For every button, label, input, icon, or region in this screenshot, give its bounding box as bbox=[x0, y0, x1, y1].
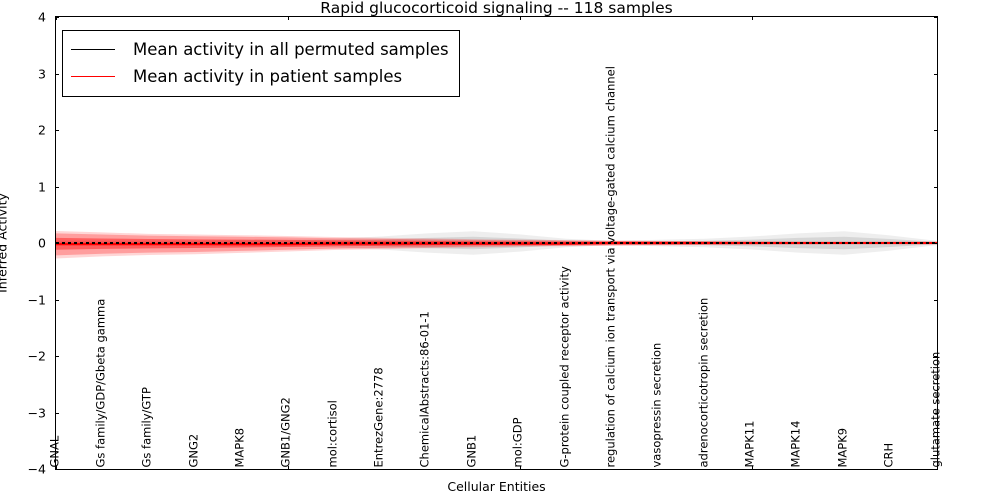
y-tick-label: 3 bbox=[38, 66, 46, 81]
x-tick-label: G-protein coupled receptor activity bbox=[557, 265, 572, 467]
x-tick-mark bbox=[937, 16, 939, 20]
y-tick-mark bbox=[934, 130, 938, 132]
y-tick-mark bbox=[55, 243, 59, 245]
x-tick-mark bbox=[287, 466, 290, 470]
x-tick-label: Gs family/GTP bbox=[139, 386, 154, 467]
x-tick-label: MAPK9 bbox=[835, 427, 850, 467]
patient-confidence-band-outer bbox=[56, 230, 937, 259]
y-tick-mark bbox=[55, 130, 59, 132]
x-tick-mark bbox=[751, 466, 753, 470]
y-tick-label: 1 bbox=[38, 179, 46, 194]
y-tick-label: 2 bbox=[38, 122, 46, 138]
legend-item[interactable]: Mean activity in all permuted samples bbox=[71, 36, 449, 63]
y-tick-mark bbox=[934, 299, 938, 301]
x-tick-label: regulation of calcium ion transport via … bbox=[603, 65, 618, 467]
x-tick-label: mol:cortisol bbox=[325, 399, 340, 467]
x-tick-label: CRH bbox=[881, 442, 896, 467]
x-tick-mark bbox=[937, 466, 939, 470]
y-tick-mark bbox=[55, 412, 59, 414]
x-tick-label: GNAL bbox=[47, 435, 61, 467]
y-tick-mark bbox=[55, 73, 59, 75]
x-tick-mark bbox=[56, 466, 58, 470]
y-tick-mark bbox=[934, 356, 938, 358]
y-tick-label: −1 bbox=[27, 292, 46, 307]
x-tick-label: GNB1 bbox=[464, 434, 479, 467]
x-tick-label: glutamate secretion bbox=[928, 351, 942, 467]
x-tick-label: mol:GDP bbox=[510, 416, 525, 467]
x-tick-mark bbox=[519, 16, 521, 20]
y-tick-mark bbox=[55, 186, 59, 188]
legend-label-patient: Mean activity in patient samples bbox=[133, 67, 403, 86]
chart-legend: Mean activity in all permuted samples Me… bbox=[62, 30, 460, 97]
x-tick-label: adrenocorticotropin secretion bbox=[696, 297, 711, 467]
y-tick-mark bbox=[934, 17, 938, 19]
y-tick-mark bbox=[934, 243, 938, 245]
x-tick-label: vasopressin secretion bbox=[649, 342, 664, 467]
x-tick-mark bbox=[751, 16, 753, 20]
y-tick-label: −2 bbox=[27, 348, 46, 364]
y-tick-mark bbox=[934, 73, 938, 75]
y-tick-mark bbox=[934, 412, 938, 414]
legend-label-permuted: Mean activity in all permuted samples bbox=[133, 40, 449, 59]
y-tick-label: 0 bbox=[38, 235, 46, 251]
x-tick-mark bbox=[519, 466, 521, 470]
x-tick-label: GNB1/GNG2 bbox=[278, 396, 293, 467]
y-tick-label: −4 bbox=[27, 461, 46, 477]
chart-canvas bbox=[56, 230, 937, 259]
legend-line-swatch-patient bbox=[71, 76, 115, 77]
legend-line-swatch-permuted bbox=[71, 49, 115, 50]
x-tick-mark bbox=[56, 16, 58, 20]
y-tick-mark bbox=[934, 186, 938, 188]
x-tick-label: ChemicalAbstracts:86-01-1 bbox=[417, 310, 432, 467]
x-tick-label: GNG2 bbox=[186, 433, 201, 467]
chart-title: Rapid glucocorticoid signaling -- 118 sa… bbox=[320, 0, 673, 17]
x-tick-mark bbox=[287, 16, 290, 20]
x-tick-label: EntrezGene:2778 bbox=[371, 366, 386, 467]
x-tick-label: MAPK14 bbox=[788, 420, 803, 467]
x-axis-label: Cellular Entities bbox=[447, 479, 546, 494]
x-tick-label: Gs family/GDP/Gbeta gamma bbox=[93, 298, 108, 467]
x-tick-label: MAPK11 bbox=[742, 420, 757, 467]
y-tick-mark bbox=[55, 299, 59, 301]
y-tick-mark bbox=[934, 469, 938, 471]
y-tick-mark bbox=[55, 356, 59, 358]
x-tick-label: MAPK8 bbox=[232, 427, 247, 467]
legend-item[interactable]: Mean activity in patient samples bbox=[71, 63, 449, 90]
y-tick-label: −3 bbox=[27, 405, 46, 420]
y-tick-label: 4 bbox=[38, 9, 46, 25]
